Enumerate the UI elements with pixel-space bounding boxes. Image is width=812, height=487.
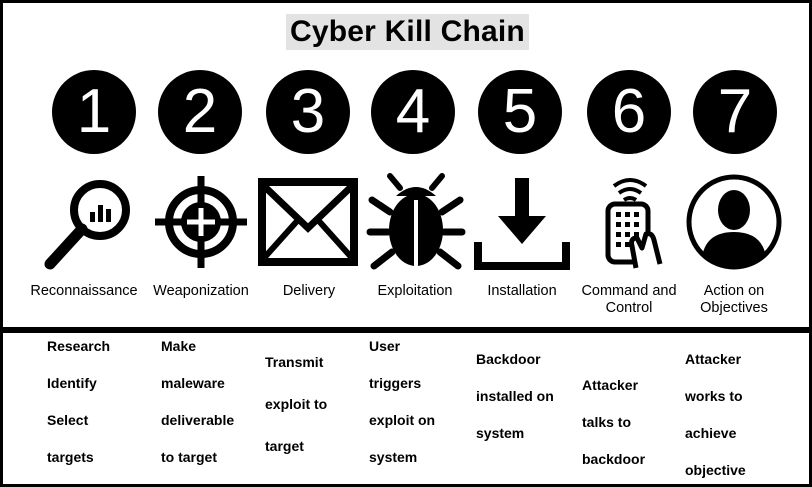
stage-5-number: 5: [478, 70, 562, 154]
stage-2-label: Weaponization: [153, 283, 249, 299]
stage-3-number: 3: [266, 70, 350, 154]
stage-1-description: Research Identify Select targets: [47, 328, 110, 476]
stage-4-description-line: triggers: [369, 375, 422, 391]
person-silhouette-icon: [684, 172, 784, 272]
stage-6-number: 6: [587, 70, 671, 154]
stage-4-label: Exploitation: [377, 283, 453, 299]
stage-5-description: Backdoor installed on system: [476, 341, 554, 452]
stage-6-description-line: talks to: [582, 414, 632, 430]
stage-2-number: 2: [158, 70, 242, 154]
stage-4-description-line: User: [369, 338, 401, 354]
stage-1-number: 1: [52, 70, 136, 154]
stage-7-description-line: objective: [685, 462, 746, 478]
stage-6-description-line: backdoor: [582, 451, 646, 467]
stage-3-description-line: target: [265, 438, 304, 454]
stage-4-description: User triggers exploit on system: [369, 328, 435, 476]
stage-5-description-line: system: [476, 425, 525, 441]
envelope-icon: [258, 172, 358, 272]
stage-2-description: Make maleware deliverable to target: [161, 328, 234, 476]
page-title: Cyber Kill Chain: [286, 14, 529, 50]
stage-7-number: 7: [693, 70, 777, 154]
stage-6-description: Attacker talks to backdoor: [582, 367, 645, 478]
stage-7-description-line: Attacker: [685, 351, 742, 367]
stage-4-description-line: system: [369, 449, 418, 465]
stage-7-description: Attacker works to achieve objective: [685, 341, 746, 487]
download-icon: [472, 172, 572, 272]
stage-2-description-line: Make: [161, 338, 197, 354]
stage-7-label: Action on Objectives: [700, 283, 768, 316]
stage-3-description-line: Transmit: [265, 354, 324, 370]
stage-2-description-line: maleware: [161, 375, 225, 391]
stage-1-description-line: targets: [47, 449, 94, 465]
stage-5-description-line: installed on: [476, 388, 554, 404]
stage-3-description: Transmit exploit to target: [265, 341, 327, 467]
bug-icon: [366, 172, 466, 272]
stage-1-description-line: Research: [47, 338, 111, 354]
stage-1-description-line: Identify: [47, 375, 97, 391]
stage-4-description-line: exploit on: [369, 412, 436, 428]
magnifier-chart-icon: [40, 172, 140, 272]
crosshair-icon: [151, 172, 251, 272]
stage-2-description-line: deliverable: [161, 412, 235, 428]
stage-3-label: Delivery: [282, 283, 336, 299]
stage-4-number: 4: [371, 70, 455, 154]
stage-2-description-line: to target: [161, 449, 217, 465]
section-divider: [0, 327, 812, 333]
stage-6-description-line: Attacker: [582, 377, 639, 393]
stage-5-description-line: Backdoor: [476, 351, 541, 367]
stage-5-label: Installation: [487, 283, 557, 299]
stage-7-description-line: achieve: [685, 425, 737, 441]
stage-6-label: Command and Control: [581, 283, 677, 316]
stage-7-description-line: works to: [685, 388, 743, 404]
stage-1-description-line: Select: [47, 412, 89, 428]
remote-control-icon: [580, 172, 680, 272]
stage-3-description-line: exploit to: [265, 396, 328, 412]
stage-1-label: Reconnaissance: [30, 283, 138, 299]
